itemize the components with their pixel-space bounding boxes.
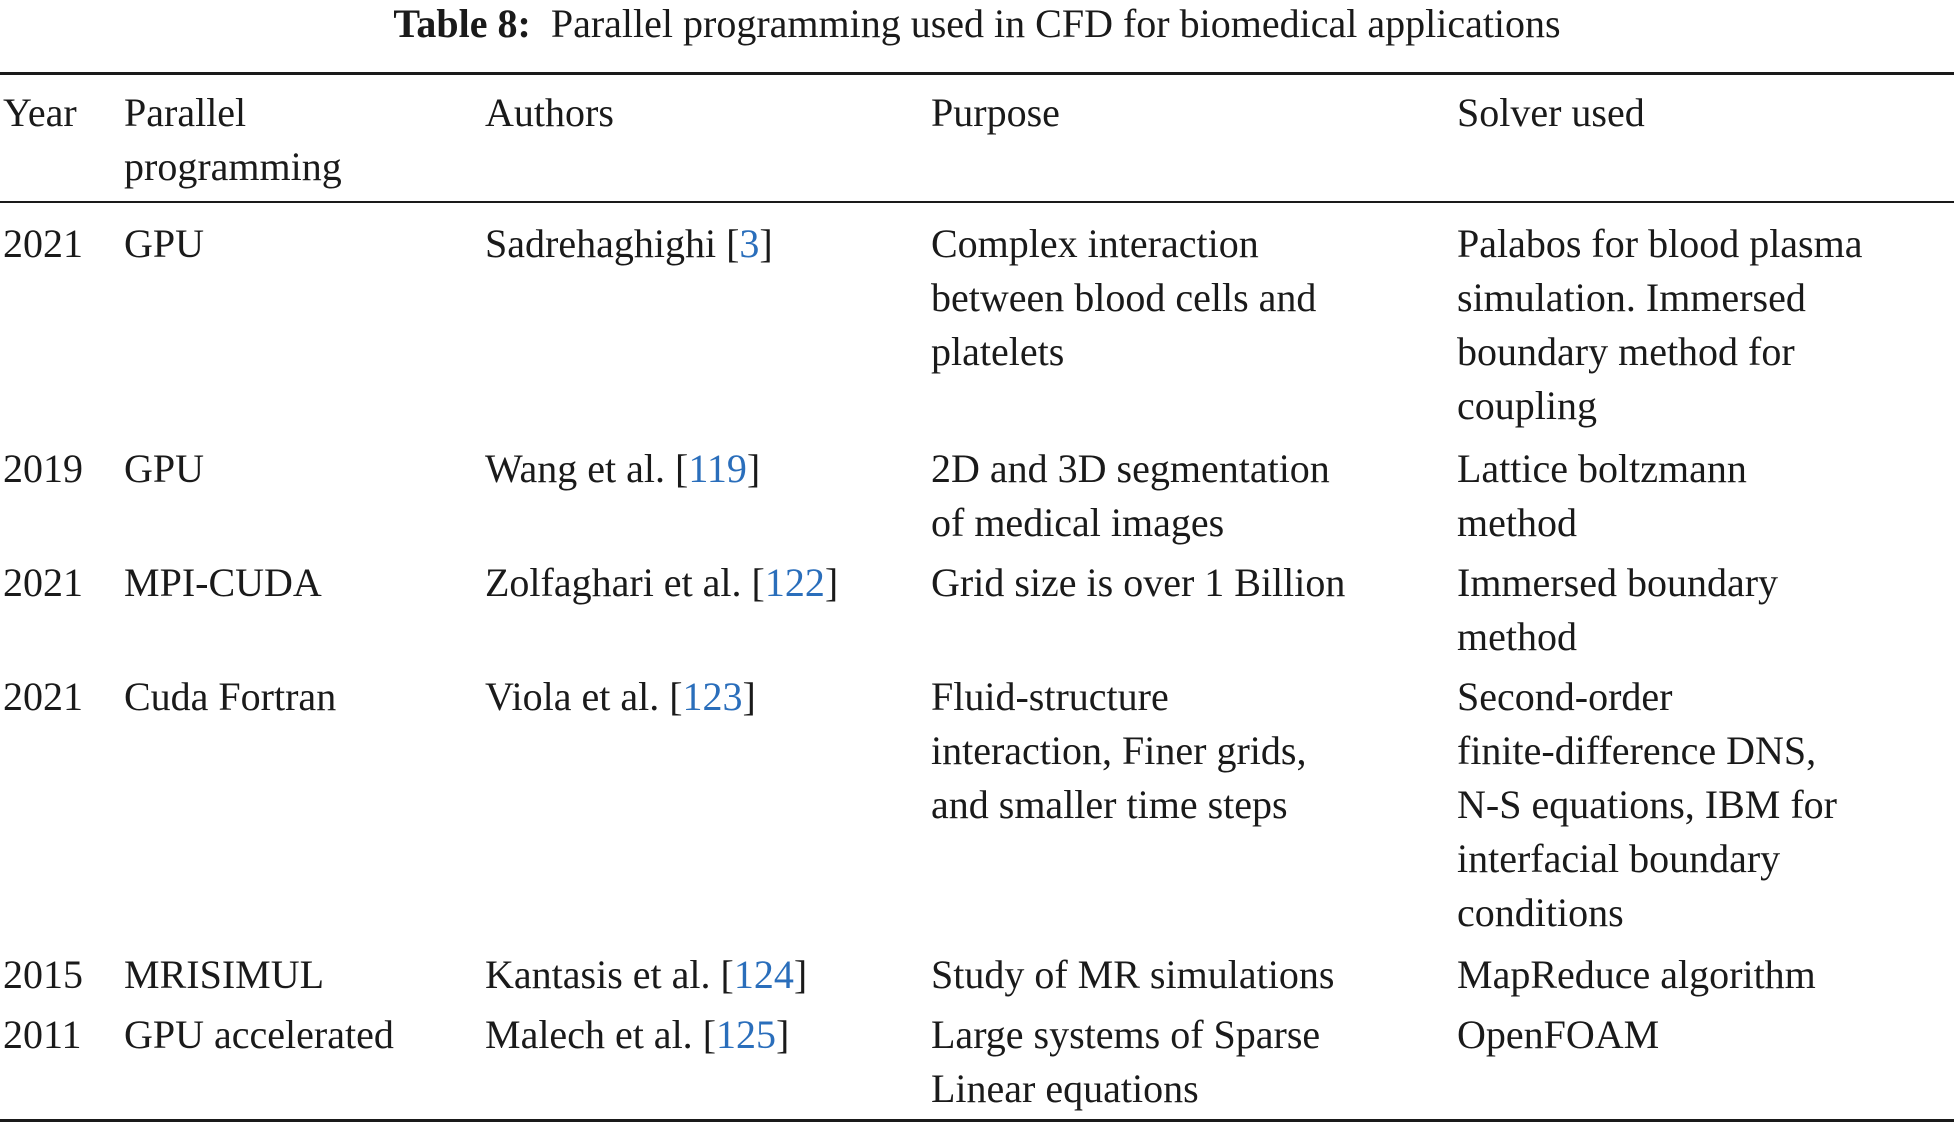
solver-line: Palabos for blood plasma — [1457, 221, 1863, 266]
cell-year: 2019 — [3, 446, 83, 491]
reference-link[interactable]: 124 — [733, 952, 794, 997]
purpose-line: Linear equations — [931, 1066, 1199, 1111]
cell-year: 2011 — [3, 1012, 82, 1057]
cell-parallel-programming: Cuda Fortran — [124, 674, 337, 719]
purpose-line: Grid size is over 1 Billion — [931, 560, 1346, 605]
purpose-line: 2D and 3D segmentation — [931, 446, 1330, 491]
purpose-line: of medical images — [931, 500, 1225, 545]
cell-parallel-programming: GPU accelerated — [124, 1012, 394, 1057]
table-caption-text: Parallel programming used in CFD for bio… — [550, 1, 1561, 46]
author-name: Malech et al. — [485, 1012, 693, 1057]
reference-link[interactable]: 122 — [764, 560, 825, 605]
cell-solver: OpenFOAM — [1457, 1008, 1659, 1062]
purpose-line: Study of MR simulations — [931, 952, 1335, 997]
solver-line: N-S equations, IBM for — [1457, 782, 1837, 827]
author-name: Wang et al. — [485, 446, 666, 491]
solver-line: OpenFOAM — [1457, 1012, 1660, 1057]
purpose-line: between blood cells and — [931, 275, 1317, 320]
cell-authors: Kantasis et al. [124] — [485, 952, 808, 997]
solver-line: Immersed boundary — [1457, 560, 1779, 605]
purpose-line: Fluid-structure — [931, 674, 1169, 719]
solver-line: method — [1457, 500, 1577, 545]
author-name: Viola et al. — [485, 674, 660, 719]
cell-authors: Zolfaghari et al. [122] — [485, 560, 839, 605]
reference-link[interactable]: 119 — [688, 446, 747, 491]
cell-year: 2021 — [3, 674, 83, 719]
cell-authors: Malech et al. [125] — [485, 1012, 790, 1057]
author-name: Zolfaghari et al. — [485, 560, 742, 605]
reference-link[interactable]: 3 — [739, 221, 760, 266]
cell-parallel-programming: GPU — [124, 446, 205, 491]
cell-purpose: Complex interaction between blood cells … — [931, 217, 1316, 379]
header-rule — [0, 201, 1954, 203]
cell-solver: Second-order finite-difference DNS, N-S … — [1457, 670, 1837, 940]
cell-parallel-programming: MPI-CUDA — [124, 560, 322, 605]
top-rule — [0, 72, 1954, 75]
purpose-line: platelets — [931, 329, 1065, 374]
header-prog-line: programming — [124, 144, 342, 189]
cell-solver: Immersed boundary method — [1457, 556, 1778, 664]
cell-purpose: 2D and 3D segmentation of medical images — [931, 442, 1330, 550]
header-prog-line: Parallel — [124, 90, 247, 135]
cell-solver: Lattice boltzmann method — [1457, 442, 1747, 550]
author-name: Kantasis et al. — [485, 952, 711, 997]
header-solver-used: Solver used — [1457, 90, 1645, 135]
purpose-line: Large systems of Sparse — [931, 1012, 1321, 1057]
cell-authors: Sadrehaghighi [3] — [485, 221, 773, 266]
cell-authors: Viola et al. [123] — [485, 674, 756, 719]
solver-line: MapReduce algorithm — [1457, 952, 1816, 997]
solver-line: Lattice boltzmann — [1457, 446, 1747, 491]
purpose-line: Complex interaction — [931, 221, 1259, 266]
cell-purpose: Grid size is over 1 Billion — [931, 556, 1345, 610]
solver-line: finite-difference DNS, — [1457, 728, 1817, 773]
cell-purpose: Fluid-structure interaction, Finer grids… — [931, 670, 1306, 832]
header-authors: Authors — [485, 90, 614, 135]
cell-parallel-programming: MRISIMUL — [124, 952, 325, 997]
header-year: Year — [3, 90, 77, 135]
solver-line: conditions — [1457, 890, 1624, 935]
cell-solver: MapReduce algorithm — [1457, 948, 1816, 1002]
cell-authors: Wang et al. [119] — [485, 446, 761, 491]
purpose-line: interaction, Finer grids, — [931, 728, 1307, 773]
bottom-rule — [0, 1119, 1954, 1122]
table-caption: Table 8: Parallel programming used in CF… — [0, 0, 1954, 52]
solver-line: method — [1457, 614, 1577, 659]
solver-line: simulation. Immersed — [1457, 275, 1806, 320]
cell-purpose: Study of MR simulations — [931, 948, 1334, 1002]
solver-line: interfacial boundary — [1457, 836, 1781, 881]
header-parallel-programming: Parallel programming — [124, 86, 342, 194]
cell-parallel-programming: GPU — [124, 221, 205, 266]
table-caption-label: Table 8: — [393, 1, 531, 46]
cell-year: 2015 — [3, 952, 83, 997]
reference-link[interactable]: 125 — [716, 1012, 777, 1057]
solver-line: boundary method for — [1457, 329, 1795, 374]
solver-line: Second-order — [1457, 674, 1673, 719]
cell-solver: Palabos for blood plasma simulation. Imm… — [1457, 217, 1863, 433]
reference-link[interactable]: 123 — [682, 674, 743, 719]
cell-purpose: Large systems of Sparse Linear equations — [931, 1008, 1320, 1116]
cell-year: 2021 — [3, 221, 83, 266]
purpose-line: and smaller time steps — [931, 782, 1288, 827]
author-name: Sadrehaghighi — [485, 221, 717, 266]
header-purpose: Purpose — [931, 90, 1060, 135]
cell-year: 2021 — [3, 560, 83, 605]
solver-line: coupling — [1457, 383, 1597, 428]
